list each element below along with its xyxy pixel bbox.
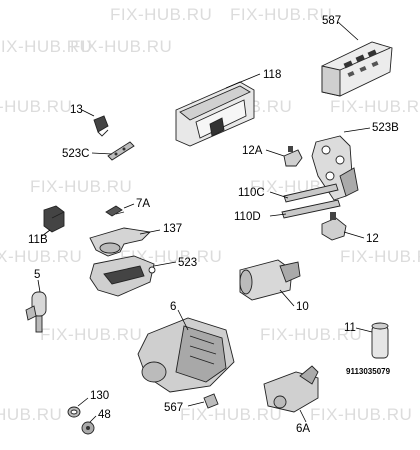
watermark-text: FIX-HUB.RU	[310, 405, 412, 424]
label-110C: 110C	[238, 187, 265, 199]
watermark-text: FIX-HUB.RU	[0, 97, 72, 116]
label-587: 587	[322, 15, 341, 27]
label-11B: 11B	[28, 234, 48, 246]
part-6-motor[interactable]	[137, 317, 235, 393]
part-5-valve[interactable]	[25, 291, 47, 333]
label-12: 12	[366, 233, 379, 245]
part-523B-support[interactable]	[311, 135, 359, 201]
watermark-text: FIX-HUB.RU	[30, 177, 132, 196]
part-11B-relay[interactable]	[43, 205, 65, 233]
label-523C-num: 523C	[62, 148, 90, 160]
reference-code: 9113035079	[346, 367, 391, 376]
part-13-switch[interactable]	[93, 115, 109, 137]
label-13: 13	[70, 104, 83, 116]
watermark-text: FIX-HUB.RU	[330, 97, 420, 116]
leader-line	[269, 213, 287, 217]
label-523B: 523B	[372, 122, 399, 134]
leader-line	[123, 203, 135, 209]
watermark-text: FIX-HUB.RU	[180, 405, 282, 424]
watermark-text: FIX-HUB.RU	[0, 405, 62, 424]
leader-line	[269, 191, 289, 199]
watermark-text: FIX-HUB.RU	[340, 247, 420, 266]
watermark-layer: FIX-HUB.RU FIX-HUB.RU FIX-HUB.RU FIX-HUB…	[0, 5, 420, 424]
part-110-rods[interactable]	[281, 183, 341, 219]
part-587-control-panel[interactable]	[321, 41, 393, 97]
label-11: 11	[344, 322, 356, 334]
part-7A-clip[interactable]	[105, 205, 125, 217]
part-12-valve[interactable]	[321, 212, 347, 241]
part-11-capacitor[interactable]	[371, 322, 389, 359]
watermark-text: FIX-HUB.RU	[0, 37, 92, 56]
leader-line	[81, 109, 95, 117]
label-567: 567	[164, 402, 183, 414]
label-7A: 7A	[136, 198, 150, 210]
leader-line	[225, 73, 261, 89]
label-5: 5	[34, 269, 40, 281]
label-12A: 12A	[242, 145, 263, 157]
watermark-text: FIX-HUB.RU	[260, 325, 362, 344]
leader-line	[41, 229, 51, 237]
part-567-cap[interactable]	[203, 393, 219, 409]
part-10-pump[interactable]	[239, 259, 301, 301]
leader-line	[153, 261, 177, 267]
leader-line	[343, 231, 365, 239]
watermark-text: FIX-HUB.RU	[0, 247, 82, 266]
label-48: 48	[98, 409, 111, 421]
label-10: 10	[296, 301, 309, 313]
leader-line	[89, 415, 97, 423]
leader-line	[299, 409, 307, 423]
label-523: 523	[178, 257, 197, 269]
leader-line	[187, 401, 205, 407]
label-110D: 110D	[234, 211, 261, 223]
part-523C-bracket[interactable]	[107, 141, 135, 161]
leader-line	[337, 21, 359, 41]
leader-line	[139, 229, 161, 235]
label-118: 118	[263, 69, 281, 81]
leader-line	[265, 149, 285, 157]
part-6A-pump[interactable]	[263, 365, 319, 413]
watermark-text: FIX-HUB.RU	[230, 5, 332, 24]
label-6: 6	[170, 301, 176, 313]
leader-line	[91, 152, 113, 155]
part-523-base[interactable]	[89, 255, 156, 297]
leader-line	[343, 127, 371, 133]
part-137-arm[interactable]	[89, 227, 151, 257]
part-48-plug[interactable]	[81, 421, 95, 435]
watermark-text: FIX-HUB.RU	[70, 37, 172, 56]
leader-line	[279, 289, 295, 307]
leader-line	[177, 309, 189, 331]
watermark-text: FIX-HUB.RU	[110, 5, 212, 24]
label-6A: 6A	[296, 423, 310, 435]
part-118-panel-cover[interactable]	[175, 81, 255, 147]
leader-line	[355, 327, 373, 333]
leader-line	[37, 279, 41, 293]
watermark-text: FIX-HUB.RU	[40, 325, 142, 344]
leader-line	[77, 397, 89, 407]
part-12A-valve[interactable]	[283, 146, 303, 167]
label-130: 130	[90, 390, 109, 402]
label-137: 137	[163, 223, 182, 235]
part-130-ring[interactable]	[67, 406, 81, 418]
